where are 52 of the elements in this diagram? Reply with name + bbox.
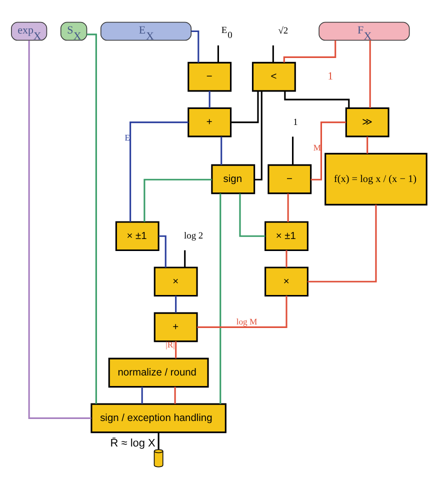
node-box: × ±1	[115, 220, 160, 251]
connector	[310, 121, 346, 180]
node-box: × ±1	[264, 220, 308, 251]
edge-label: E	[124, 132, 130, 142]
edge-label: M	[313, 142, 322, 152]
connector	[283, 40, 336, 62]
connector	[86, 33, 97, 404]
connector	[130, 121, 188, 222]
connector	[208, 90, 210, 108]
connector	[308, 204, 377, 282]
connector	[254, 90, 262, 180]
connector	[28, 40, 92, 418]
node-box: ×	[264, 266, 308, 296]
connector	[292, 136, 294, 165]
node-box: ×	[154, 266, 198, 296]
connector	[144, 178, 212, 222]
node-box: +	[188, 106, 232, 137]
connector	[284, 90, 350, 108]
connector	[239, 193, 266, 236]
connector	[220, 192, 222, 404]
node-box: sign	[211, 164, 256, 194]
connector	[369, 40, 371, 108]
connector	[175, 295, 177, 312]
node-box: −	[268, 164, 312, 194]
connector	[220, 136, 222, 165]
node-box: −	[188, 61, 232, 92]
node-box: sign / exception handling	[90, 402, 226, 433]
connector	[197, 295, 288, 328]
node-text: 1	[293, 117, 298, 128]
connector	[366, 136, 368, 154]
connector	[230, 90, 259, 123]
node-box: normalize / round	[108, 357, 209, 388]
node-text: √2	[278, 26, 288, 36]
connector	[184, 250, 186, 267]
connector	[191, 30, 200, 62]
node-box: f(x) = log x / (x − 1)	[324, 152, 428, 205]
connector	[174, 386, 176, 404]
connector	[158, 432, 160, 449]
node-box: +	[154, 312, 198, 342]
node-box: <	[252, 61, 296, 92]
connector	[175, 340, 177, 358]
node-text: log 2	[184, 231, 204, 242]
connector	[217, 44, 219, 62]
node-label: R̄ ≈ log X	[110, 437, 156, 450]
connector	[272, 44, 274, 62]
label: 1	[328, 70, 334, 82]
connector	[286, 250, 288, 267]
connector	[141, 386, 143, 404]
node-box: ≫	[345, 106, 390, 137]
connector	[158, 234, 166, 267]
edge-label: log M	[236, 316, 258, 326]
connector	[287, 193, 289, 222]
